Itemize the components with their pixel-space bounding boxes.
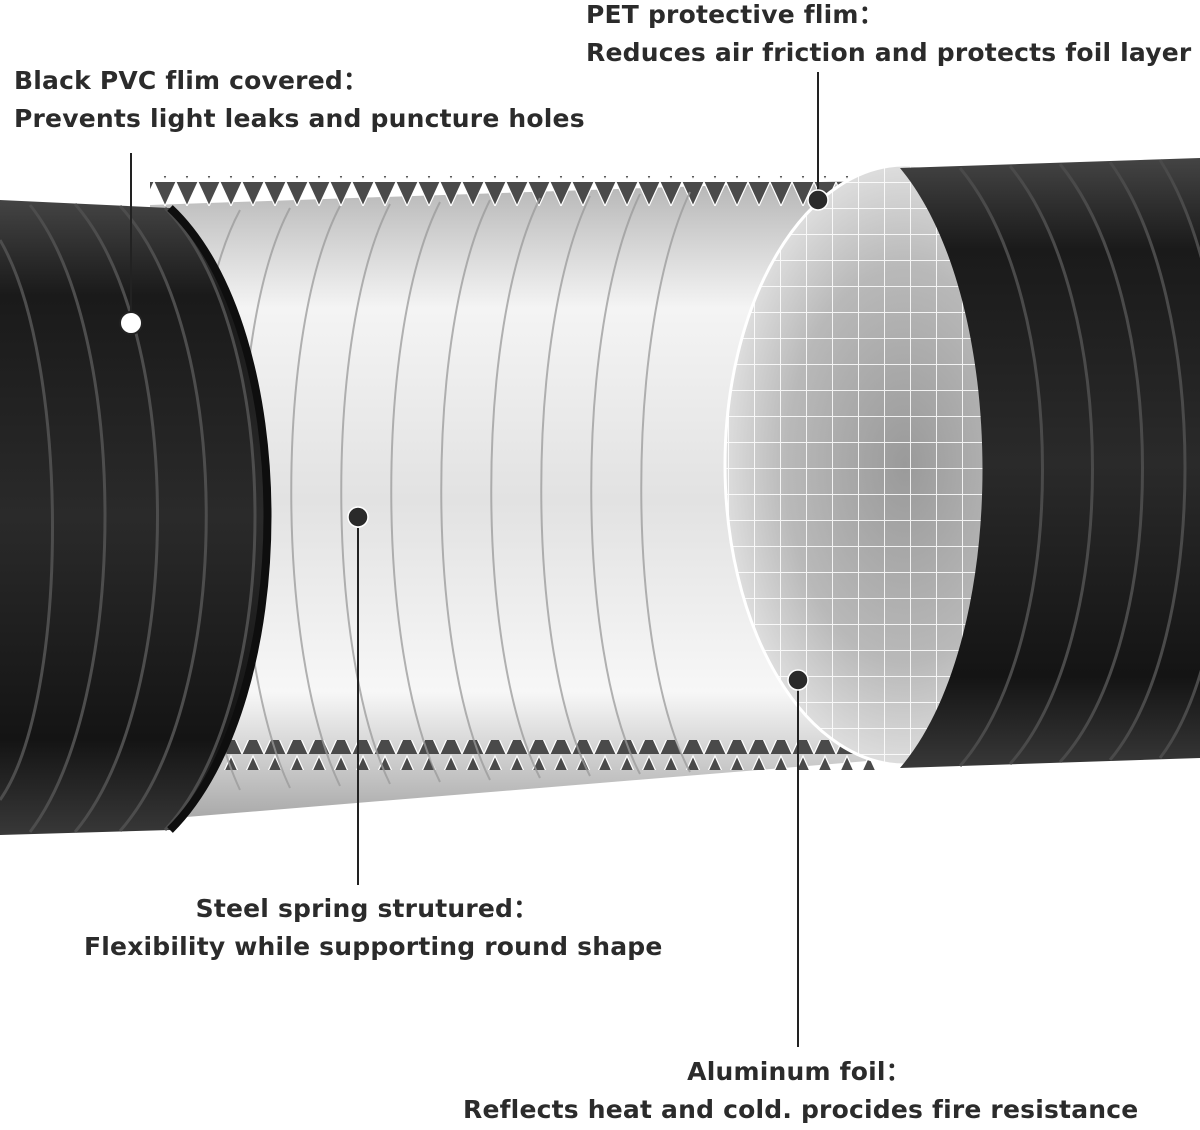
leader-foil — [787, 669, 809, 1047]
spring-marker — [347, 506, 369, 528]
spring-coils — [190, 191, 691, 791]
spring-top-edge — [150, 176, 880, 206]
leader-spring — [347, 506, 369, 885]
foil-title: Aluminum foil： — [687, 1057, 911, 1086]
pvc-marker — [119, 311, 143, 335]
pvc-right-section — [900, 158, 1200, 768]
pvc-title: Black PVC flim covered： — [14, 66, 369, 95]
pet-callout: PET protective flim： Reduces air frictio… — [586, 0, 1191, 72]
foil-description: Reflects heat and cold. procides fire re… — [463, 1095, 1139, 1124]
spring-bottom-edge — [150, 740, 880, 770]
spring-description: Flexibility while supporting round shape — [84, 932, 663, 961]
pet-description: Reduces air friction and protects foil l… — [586, 38, 1192, 67]
pet-title: PET protective flim： — [586, 0, 884, 29]
pvc-callout: Black PVC flim covered： Prevents light l… — [14, 62, 585, 138]
spring-callout: Steel spring strutured： Flexibility whil… — [84, 890, 663, 966]
pvc-left-section — [0, 200, 272, 835]
pet-marker — [807, 189, 829, 211]
pvc-description: Prevents light leaks and puncture holes — [14, 104, 585, 133]
spring-section — [150, 176, 880, 820]
spring-title: Steel spring strutured： — [195, 894, 539, 923]
leader-pvc — [119, 153, 143, 335]
foil-marker — [787, 669, 809, 691]
foil-callout: Aluminum foil： Reflects heat and cold. p… — [463, 1053, 1139, 1129]
leader-pet — [807, 72, 829, 211]
